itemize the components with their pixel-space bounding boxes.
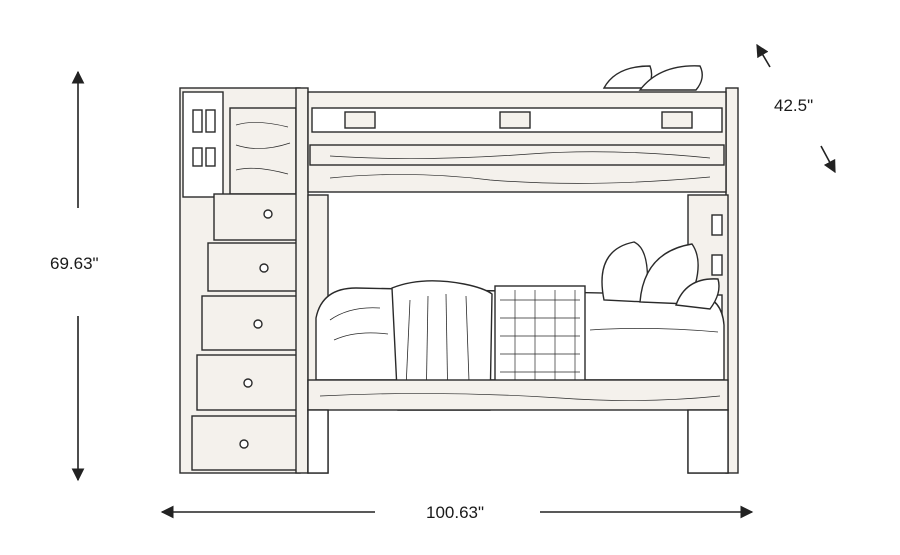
storage-shelf-panel	[229, 107, 297, 195]
wood-grain	[329, 151, 711, 184]
bunk-bed-illustration	[179, 65, 739, 474]
width-dimension-label: 100.63"	[426, 503, 485, 522]
lower-bed-rail	[307, 379, 729, 411]
height-dimension-label: 69.63"	[50, 254, 99, 273]
top-pillows	[602, 65, 703, 91]
top-rail-blocks	[344, 111, 693, 129]
depth-dimension-arrow	[756, 43, 836, 174]
tower-rail-windows	[192, 109, 216, 167]
wood-grain	[319, 393, 721, 401]
top-bunk-frame	[307, 91, 727, 193]
left-post	[295, 87, 309, 474]
right-lower-leg	[687, 409, 729, 474]
drawer-knobs	[239, 209, 273, 449]
left-lower-leg	[307, 409, 329, 474]
patterned-quilt	[494, 285, 586, 383]
depth-dimension-label: 42.5"	[774, 96, 814, 115]
quilt-pattern	[500, 290, 580, 380]
wood-grain	[235, 122, 291, 175]
lower-pillows	[601, 241, 720, 310]
bedding-lines	[329, 307, 719, 341]
